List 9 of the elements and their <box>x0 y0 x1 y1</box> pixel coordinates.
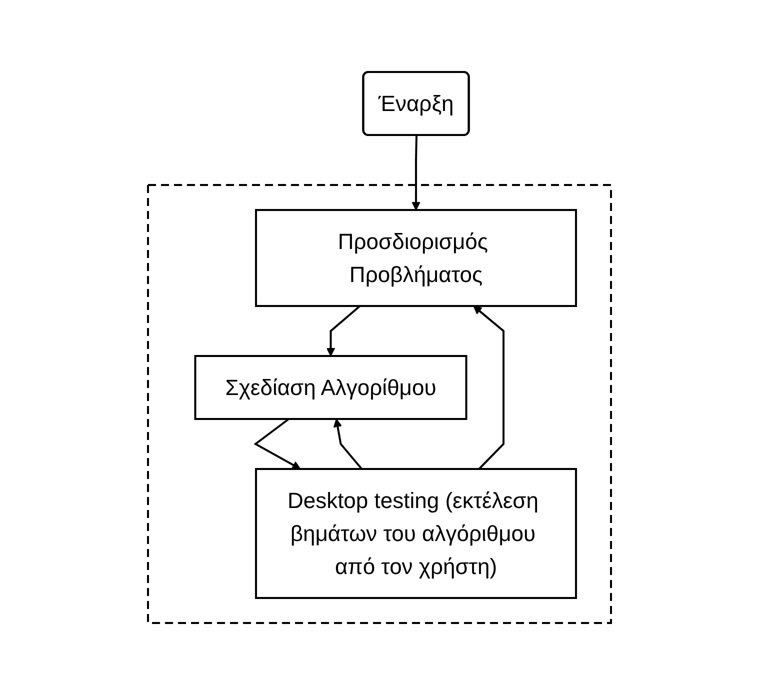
arrow <box>253 418 300 470</box>
arrow <box>411 135 420 210</box>
cluster <box>146 184 612 624</box>
node-box: Desktop testing (εκτέλεση βημάτων του αλγόριθμου από τον χρήστη) <box>254 468 576 599</box>
node-box: Σχεδίαση Αλγορίθμου <box>194 355 467 420</box>
arrow <box>472 306 504 470</box>
arrow <box>332 418 362 470</box>
node-box: Προσδιορισμός Προβλήματος <box>254 209 576 307</box>
arrow <box>326 305 360 356</box>
